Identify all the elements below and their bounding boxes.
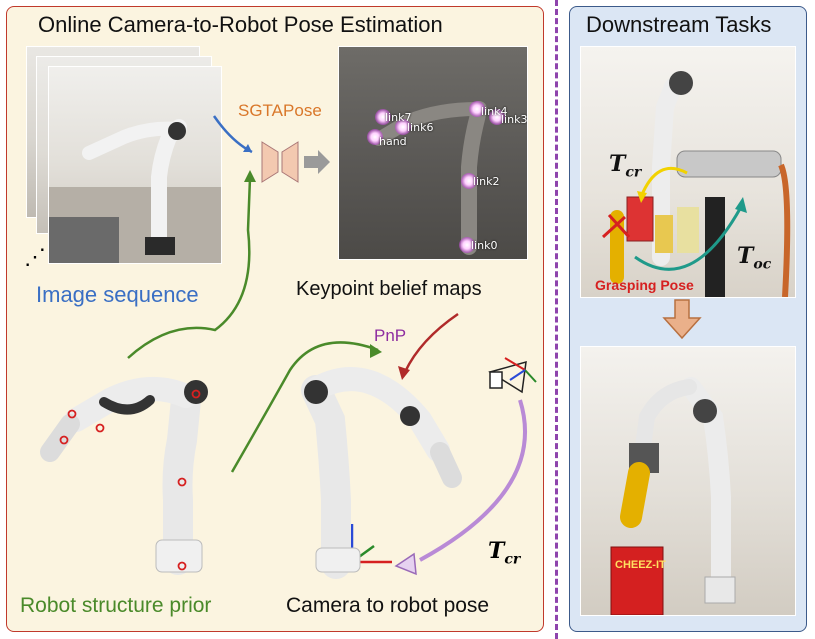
cnn-bottleneck-icon xyxy=(261,141,279,183)
grasping-pose-label: Grasping Pose xyxy=(595,277,694,293)
image-sequence-ellipsis: ⋰ xyxy=(24,244,46,269)
robot-arm-photo xyxy=(49,119,221,263)
camera-frustum-icon xyxy=(488,357,537,394)
structure-prior-caption: Robot structure prior xyxy=(20,594,212,617)
keypoint-label: link0 xyxy=(471,239,498,252)
camera-to-base-arrow xyxy=(419,399,527,562)
cracker-box-text: CHEEZ-IT xyxy=(615,559,666,571)
image-sequence-frame-front xyxy=(48,66,222,264)
grasp-scene-photo: Tcr Toc Grasping Pose xyxy=(580,46,796,298)
keypoint-label: link3 xyxy=(501,113,528,126)
grasp-result-photo: CHEEZ-IT xyxy=(580,346,796,616)
image-sequence-caption: Image sequence xyxy=(36,282,199,307)
tcr-label: Tcr xyxy=(609,151,642,181)
method-label: SGTAPose xyxy=(238,101,322,120)
keypoint-label: link7 xyxy=(385,111,412,124)
keypoint-label: hand xyxy=(379,135,407,148)
to-belief-maps-arrow xyxy=(304,150,330,174)
left-panel-title: Online Camera-to-Robot Pose Estimation xyxy=(38,12,443,37)
panel-divider xyxy=(555,0,558,639)
pose-transform-label: Tcr xyxy=(488,538,521,568)
pose-caption: Camera to robot pose xyxy=(286,594,490,617)
prior-to-network-arrow xyxy=(127,177,252,359)
pnp-label: PnP xyxy=(374,326,407,345)
belief-maps-caption: Keypoint belief maps xyxy=(296,278,482,300)
toc-label: Toc xyxy=(737,243,772,273)
keypoint-label: link6 xyxy=(407,121,434,134)
keypoint-label: link4 xyxy=(481,105,508,118)
right-panel-title: Downstream Tasks xyxy=(586,12,772,37)
keypoint-label: link2 xyxy=(473,175,500,188)
prior-to-pose-arrow xyxy=(230,341,379,473)
pnp-arrow xyxy=(403,312,459,373)
belief-map-image: link7 link6 hand link4 link3 link2 link0 xyxy=(338,46,528,260)
